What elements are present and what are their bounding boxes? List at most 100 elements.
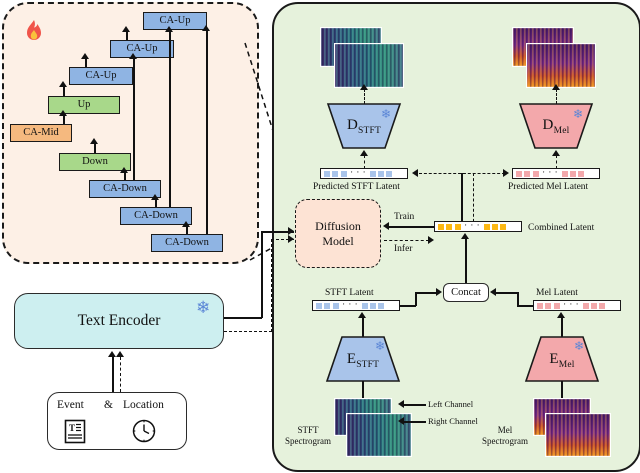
ampersand-label: &	[104, 399, 113, 411]
fire-icon	[22, 19, 46, 49]
unet-edge-arrow	[59, 81, 67, 87]
unet-block-up[interactable]: Up	[48, 96, 120, 114]
unet-skip-connection	[206, 30, 208, 234]
encoder-stft-sublabel: STFT	[356, 360, 380, 370]
train-edge	[389, 226, 434, 228]
latent-cell	[483, 223, 490, 230]
unet-edge-arrow	[120, 167, 128, 173]
stft-latent-bar[interactable]: · · ·	[312, 300, 400, 311]
unet-block-label: Down	[82, 156, 108, 168]
unet-block-down[interactable]: Down	[59, 153, 131, 171]
unet-skip-connection	[169, 31, 171, 207]
mel-to-concat-edge	[517, 292, 519, 306]
combined-to-split-dashed	[473, 173, 474, 227]
text-encoder-solid-edge	[261, 231, 294, 233]
diffusion-model-box[interactable]: Diffusion Model	[295, 199, 381, 268]
encoder-stft-label: E	[346, 351, 357, 367]
decoder-mel-label: D	[542, 117, 554, 133]
mel-latent-bar[interactable]: · · ·	[533, 300, 621, 311]
location-label: Location	[123, 399, 164, 411]
latent-cell	[569, 170, 576, 177]
unet-block-ca-mid[interactable]: CA-Mid	[10, 124, 72, 142]
text-encoder-solid-edge	[224, 317, 262, 319]
decoder-mel-sublabel: Mel	[553, 126, 570, 136]
unet-block-ca-down-3[interactable]: CA-Down	[151, 234, 223, 252]
unet-block-label: Up	[77, 99, 91, 111]
unet-skip-connection	[133, 58, 135, 180]
mel-latent-label: Mel Latent	[536, 288, 578, 298]
concat-node[interactable]: Concat	[443, 283, 489, 302]
text-encoder-box[interactable]: Text Encoder	[14, 293, 224, 349]
predicted-mel-latent-bar[interactable]: · · ·	[512, 168, 600, 179]
encoder-mel[interactable]: EMel ❄	[524, 336, 600, 382]
combined-latent-label: Combined Latent	[528, 223, 595, 233]
unet-edge	[186, 226, 188, 234]
unet-block-ca-up-1[interactable]: CA-Up	[69, 67, 133, 85]
stft-spectrogram-caption-line1: STFT	[297, 425, 319, 435]
decoder-stft[interactable]: DSTFT ❄	[326, 103, 402, 149]
diffusion-model-label-line1: Diffusion	[315, 218, 361, 233]
train-arrow	[383, 222, 389, 230]
encoder-mel-label: E	[549, 351, 559, 367]
unet-block-label: CA-Down	[103, 183, 147, 195]
latent-cell	[500, 223, 507, 230]
infer-label: Infer	[394, 244, 413, 254]
prompt-box[interactable]: Event & Location T	[47, 392, 187, 450]
latent-cell	[524, 170, 531, 177]
stft-latent-label: STFT Latent	[325, 288, 374, 298]
decoder-output-arrow	[552, 84, 560, 90]
latent-cell	[516, 170, 522, 177]
latent-cell	[324, 302, 331, 309]
unet-block-ca-down-1[interactable]: CA-Down	[89, 180, 161, 198]
stft-spectrogram-caption: STFT Spectrogram	[283, 425, 333, 447]
latent-cell	[378, 302, 385, 309]
mel-spectrogram-pair	[533, 398, 613, 463]
unet-block-ca-down-2[interactable]: CA-Down	[120, 207, 192, 225]
text-encoder-dashed-edge	[271, 239, 272, 332]
decoder-output-edge	[556, 89, 557, 104]
text-encoder-solid-edge	[261, 231, 263, 318]
latent-cell	[590, 302, 597, 309]
unet-edge	[155, 199, 157, 207]
encoder-stft[interactable]: ESTFT ❄	[325, 336, 401, 382]
encoder-to-latent-arrow	[557, 312, 565, 318]
latent-cell	[340, 170, 347, 177]
unet-block-label: CA-Down	[165, 237, 209, 249]
snowflake-icon: ❄	[374, 339, 385, 353]
latent-cell	[532, 170, 539, 177]
decoder-mel[interactable]: DMel ❄	[518, 103, 594, 149]
right-channel-label: Right Channel	[428, 416, 478, 426]
decoder-stft-sublabel: STFT	[358, 126, 382, 136]
concat-to-combined-arrow	[461, 233, 469, 239]
unet-skip-arrow	[202, 25, 210, 31]
predicted-stft-latent-bar[interactable]: · · ·	[320, 168, 408, 179]
unet-edge	[94, 143, 96, 153]
text-encoder-solid-arrow	[288, 227, 294, 235]
event-label: Event	[57, 399, 84, 411]
decoder-output-edge	[364, 89, 365, 104]
latent-cell	[332, 170, 339, 177]
latent-to-decoder-edge	[556, 155, 557, 169]
unet-skip-arrow	[165, 26, 173, 32]
latent-cell	[491, 223, 498, 230]
latent-cell	[369, 170, 376, 177]
concat-to-combined-edge	[465, 238, 467, 283]
text-encoder-label: Text Encoder	[77, 312, 161, 329]
unet-block-label: CA-Up	[159, 15, 191, 27]
latent-cell	[361, 302, 368, 309]
latent-split-arrow-left	[412, 169, 418, 177]
unet-edge	[63, 86, 65, 96]
stft-to-concat-arrow	[436, 288, 442, 296]
prompt-dashed-edge	[120, 357, 121, 392]
unet-block-ca-up-2[interactable]: CA-Up	[110, 40, 174, 58]
unet-block-ca-up-3[interactable]: CA-Up	[143, 12, 207, 30]
right-channel-pointer	[404, 421, 426, 423]
zoom-callout-lines	[240, 38, 302, 268]
unet-edge-arrow	[81, 53, 89, 59]
mel-to-concat-arrow	[490, 288, 496, 296]
combined-latent-bar[interactable]: · · ·	[434, 221, 522, 232]
decoder-output-arrow	[360, 84, 368, 90]
text-encoder-dashed-edge	[271, 239, 294, 240]
latent-cell	[553, 302, 560, 309]
latent-ellipsis: · · ·	[563, 299, 580, 309]
